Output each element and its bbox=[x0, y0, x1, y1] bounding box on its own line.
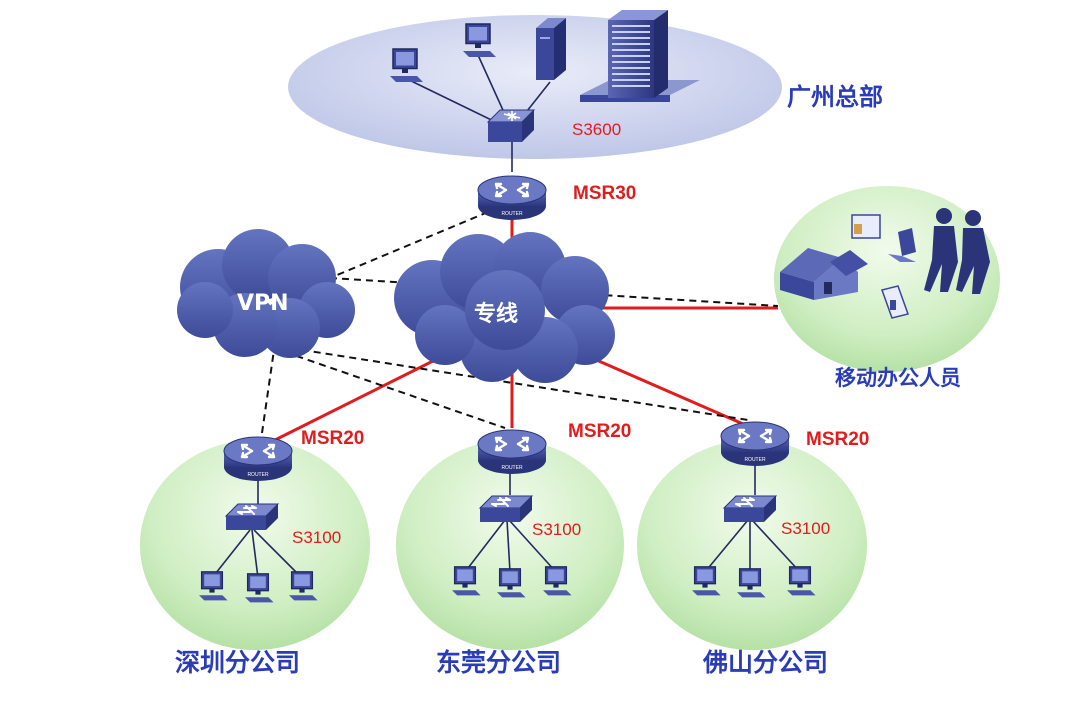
foshan-router-icon bbox=[719, 420, 791, 468]
shenzhen-site-label: 深圳分公司 bbox=[175, 648, 301, 677]
leased-line-cloud bbox=[394, 232, 615, 383]
hq-site-area bbox=[288, 15, 782, 159]
dongguan-site-area bbox=[396, 440, 624, 650]
foshan-site-area bbox=[637, 440, 867, 650]
laptop-icon bbox=[851, 214, 916, 262]
hq-switch-label: S3600 bbox=[572, 120, 622, 139]
vpn-cloud bbox=[177, 229, 355, 358]
dongguan-router-label: MSR20 bbox=[568, 421, 632, 442]
vpn-cloud-label: VPN bbox=[237, 291, 289, 316]
mobile-site-label: 移动办公人员 bbox=[835, 366, 961, 390]
foshan-router-label: MSR20 bbox=[806, 429, 870, 450]
shenzhen-router-icon bbox=[222, 435, 294, 483]
dongguan-site-label: 东莞分公司 bbox=[436, 648, 562, 677]
dongguan-router-icon bbox=[476, 428, 548, 476]
leased-line-cloud-label: 专线 bbox=[474, 302, 519, 327]
usb-key-icon bbox=[881, 285, 909, 319]
foshan-site-label: 佛山分公司 bbox=[703, 648, 829, 677]
people-icon bbox=[924, 208, 990, 294]
shenzhen-switch-label: S3100 bbox=[292, 528, 342, 547]
hq-site-label: 广州总部 bbox=[787, 83, 883, 111]
hq-router-icon bbox=[476, 174, 548, 222]
foshan-switch-label: S3100 bbox=[781, 519, 831, 538]
shenzhen-router-label: MSR20 bbox=[301, 428, 365, 449]
server-icon bbox=[536, 18, 566, 80]
house-icon bbox=[780, 248, 868, 300]
dongguan-switch-label: S3100 bbox=[532, 520, 582, 539]
hq-router-label: MSR30 bbox=[573, 183, 637, 204]
building-icon bbox=[580, 10, 700, 102]
